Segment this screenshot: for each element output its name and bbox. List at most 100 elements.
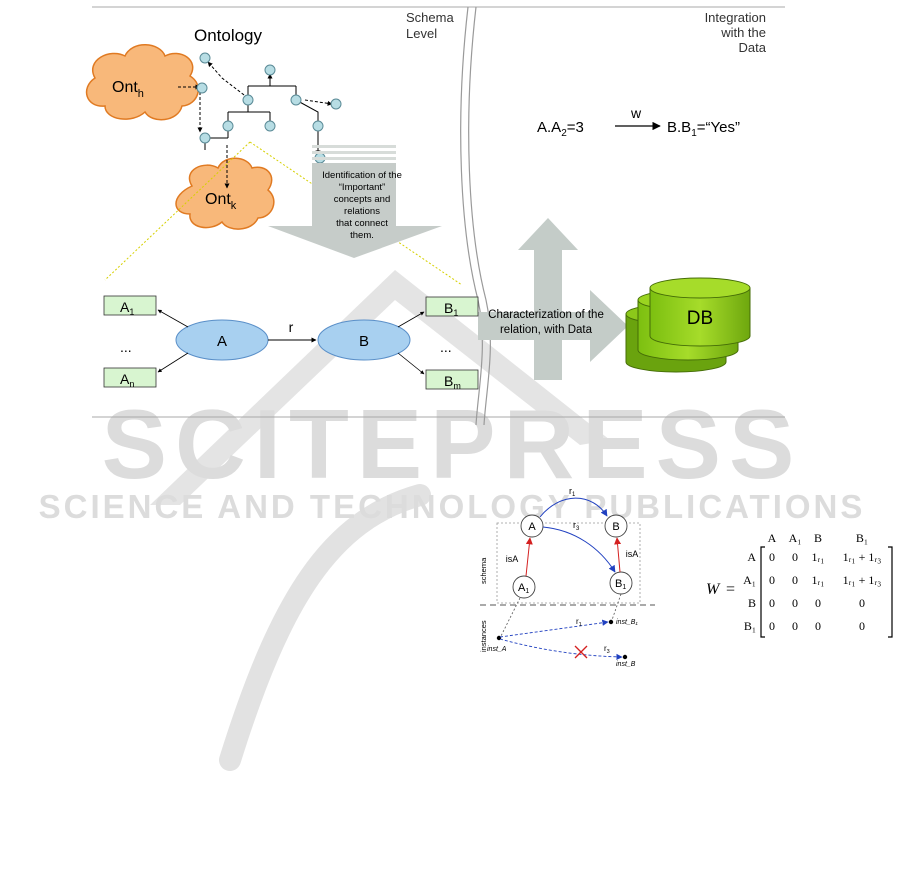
matrix-cell: 0 [792, 550, 798, 564]
characterization-text-1: Characterization of the [488, 309, 604, 321]
ont-h-cloud: Onth [85, 44, 200, 121]
matrix-col-header: B₁ [856, 531, 868, 545]
matrix-cell: 0 [815, 596, 821, 610]
schema-label: schema [479, 557, 488, 584]
ont-h-label: Onth [112, 79, 144, 100]
edge-isa-left [525, 537, 533, 577]
attr-a-ellipsis: ... [120, 339, 132, 355]
bottom-node-a1-label: A1 [518, 582, 529, 595]
mapping-rule: A.A2=3 w B.B1=“Yes” [537, 105, 740, 139]
matrix-cell: 0 [769, 550, 775, 564]
matrix-bracket-right [888, 546, 893, 638]
attr-an-label: An [120, 371, 134, 389]
attr-a1-box [103, 295, 157, 316]
edge-b-bm [397, 352, 425, 375]
schema-level-label-1: Schema [406, 10, 454, 25]
matrix-cell: 1ᵣ₁ [812, 550, 825, 564]
matrix-cell: 1ᵣ₁ + 1ᵣ₃ [843, 550, 882, 564]
edge-a-an [157, 352, 189, 373]
ontology-title: Ontology [194, 26, 263, 45]
tree-node [290, 94, 302, 106]
tree-node [330, 98, 342, 110]
edge-r1-top-label: r1 [569, 486, 576, 498]
projection-line-left [104, 141, 251, 281]
matrix-row-header: B [748, 596, 756, 610]
attr-b1-box [425, 296, 479, 317]
inst-b-label: inst_B [616, 661, 636, 668]
db-cylinder-front: DB [649, 277, 751, 347]
ontology-tree-nodes [196, 52, 342, 164]
bottom-node-a [520, 514, 544, 538]
matrix-row-header: B₁ [744, 619, 756, 633]
integration-label-3: Data [739, 40, 767, 55]
matrix-row-header: A [747, 550, 756, 564]
matrix-cell: 0 [859, 596, 865, 610]
matrix-cell: 0 [792, 619, 798, 633]
rule-arrow-label: w [630, 105, 642, 121]
dashed-link-b1 [611, 593, 622, 621]
edge-r1-instance [499, 619, 609, 638]
matrix-cell: 1ᵣ₁ + 1ᵣ₃ [843, 573, 882, 587]
identification-text-6: them. [350, 230, 374, 241]
matrix-bracket-left [760, 546, 765, 638]
ont-k-label: Ontk [205, 191, 237, 212]
characterization-text-2: relation, with Data [500, 324, 593, 336]
matrix-equals: = [726, 581, 735, 598]
bottom-node-b1-label: B1 [615, 578, 626, 591]
edge-b-b1 [397, 311, 425, 328]
integration-label-2: with the [720, 25, 766, 40]
level-divider-left [460, 6, 483, 426]
instances-label: instances [479, 620, 488, 652]
watermark-main-text: SCITEPRESS [102, 389, 803, 499]
top-panel: Ontology Schema Level Integration with t… [85, 6, 785, 426]
matrix-col-header: A₁ [789, 531, 802, 545]
matrix-cell: 0 [815, 619, 821, 633]
watermark: SCITEPRESS SCIENCE AND TECHNOLOGY PUBLIC… [39, 270, 866, 771]
identification-text-3: concepts and [334, 194, 391, 205]
bottom-node-a-label: A [528, 521, 536, 533]
matrix-cell: 0 [859, 619, 865, 633]
watermark-sub-text: SCIENCE AND TECHNOLOGY PUBLICATIONS [39, 488, 866, 525]
cross-icon [574, 645, 588, 659]
matrix-cell: 1ᵣ₁ [812, 573, 825, 587]
tree-node [199, 132, 211, 144]
attr-a1-label: A1 [120, 299, 134, 317]
tree-node [264, 64, 276, 76]
characterization-arrow: Characterization of the relation, with D… [478, 218, 628, 380]
identification-text-1: Identification of the [322, 170, 402, 181]
matrix-cell: 0 [792, 596, 798, 610]
schema-level-label-2: Level [406, 26, 437, 41]
relation-r-label: r [289, 319, 294, 335]
tree-node [199, 52, 211, 64]
attr-an-box [103, 367, 157, 388]
node-b-ellipse [317, 319, 411, 361]
attr-b1-label: B1 [444, 300, 458, 318]
dashed-link-a1 [500, 597, 521, 637]
instance-diagram: schema instances A B A1 B1 r1 r3 isA isA… [479, 486, 655, 668]
schema-graph: A B r A1 An ... B1 Bm ... [103, 295, 479, 391]
edge-isa-left-label: isA [506, 554, 519, 564]
inst-b-point [622, 654, 628, 660]
bottom-node-a1 [512, 575, 536, 599]
edge-r3-instance [499, 638, 623, 661]
matrix-row-header: A₁ [743, 573, 756, 587]
node-a-label: A [217, 333, 227, 350]
rule-right: B.B1=“Yes” [667, 119, 740, 139]
matrix-cell: 0 [769, 573, 775, 587]
inst-b1-point [608, 619, 614, 625]
rule-left: A.A2=3 [537, 119, 584, 139]
attr-bm-label: Bm [444, 373, 461, 391]
bottom-node-b [604, 514, 628, 538]
identification-arrow: Identification of the “Important” concep… [268, 145, 442, 258]
matrix-symbol: W [706, 581, 721, 598]
attr-b-ellipsis: ... [440, 339, 452, 355]
matrix-col-header: A [768, 531, 777, 545]
tree-node [242, 94, 254, 106]
projection-line-right [249, 141, 463, 286]
edge-r1-top [539, 497, 608, 518]
edge-isa-right-label: isA [626, 549, 639, 559]
tree-node [312, 120, 324, 132]
matrix-cell: 0 [792, 573, 798, 587]
watermark-swoosh [219, 484, 431, 771]
